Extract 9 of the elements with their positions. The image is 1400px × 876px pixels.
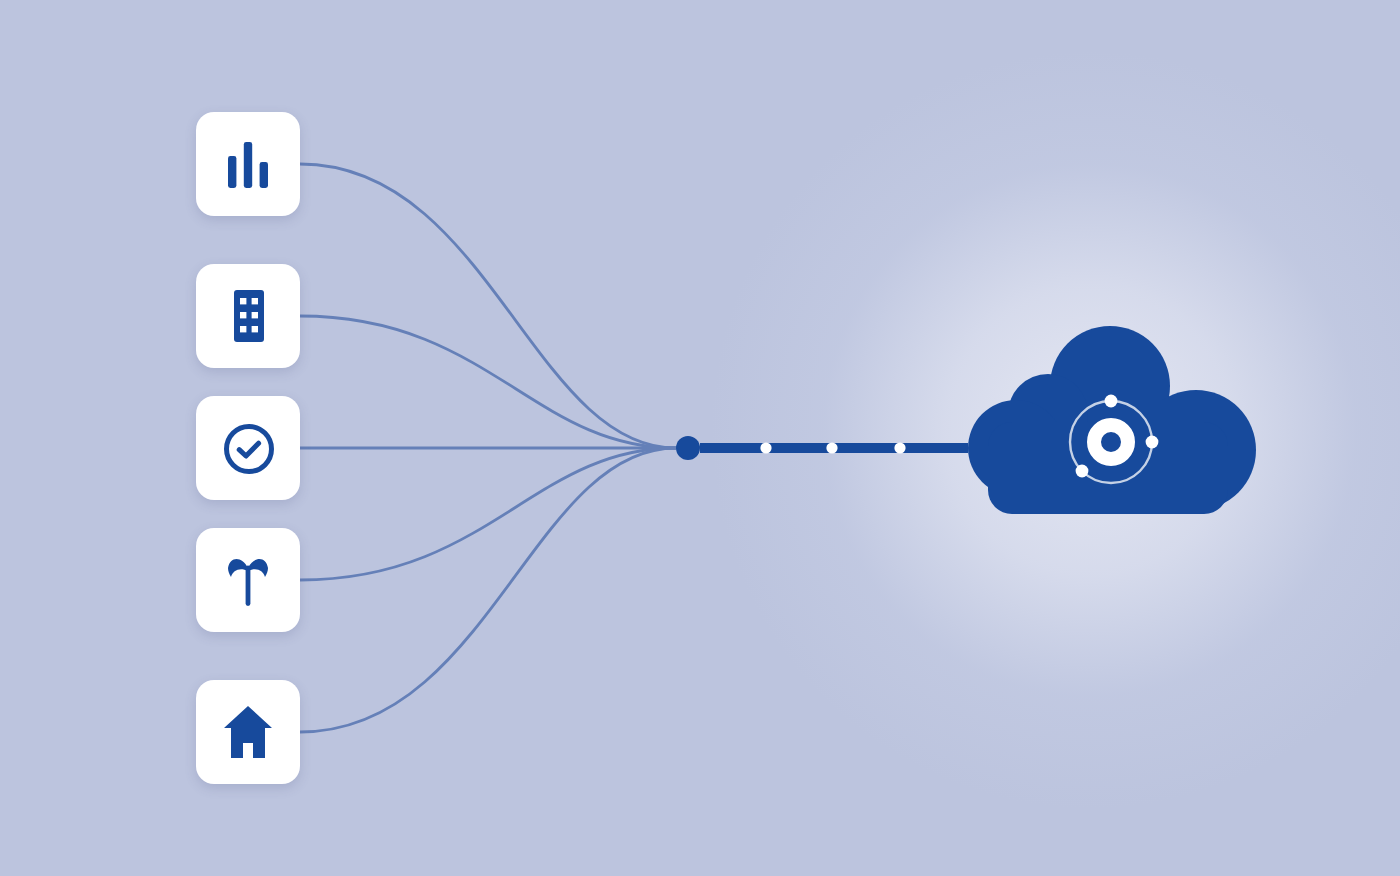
connector-line: [700, 442, 968, 454]
icon-tile: [196, 680, 300, 784]
connector-line: [299, 162, 677, 450]
icon-tile: [196, 396, 300, 500]
icon-tile: [196, 112, 300, 216]
icon-tile: [196, 264, 300, 368]
icon-tile: [196, 528, 300, 632]
connector-line: [299, 446, 677, 734]
junction-dot: [676, 436, 700, 460]
